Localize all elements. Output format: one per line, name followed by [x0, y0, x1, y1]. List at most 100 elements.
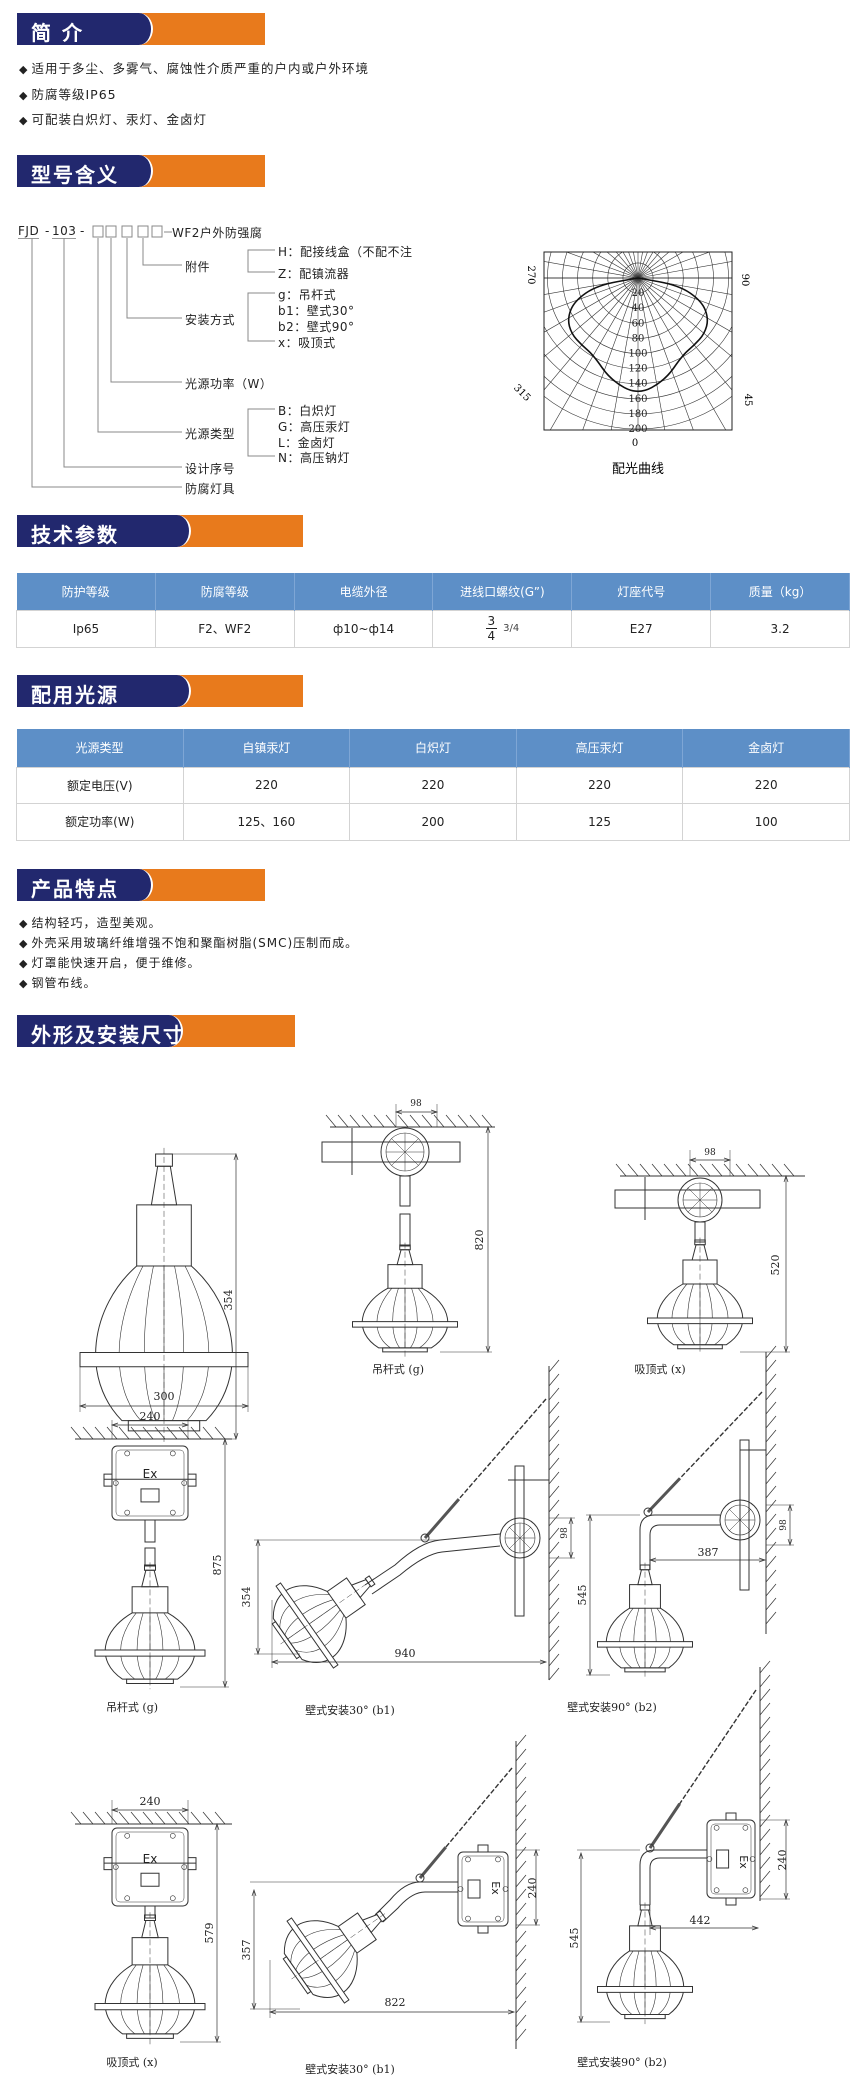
fraction-denominator: 4 — [487, 629, 496, 643]
dim-label: 240 — [526, 1878, 539, 1899]
option-text: H：配接线盒（不配不注 — [278, 245, 413, 259]
tech-params-table: 防护等级 防腐等级 电缆外径 进线口螺纹(G”) 灯座代号 质量（kg） Ip6… — [16, 573, 850, 648]
radial-tick-label: 160 — [628, 394, 647, 405]
dim-label: 240 — [140, 1410, 161, 1423]
section-title: 型号含义 — [31, 163, 119, 187]
option-text: Z：配镇流器 — [278, 267, 350, 281]
lamp-fixture-icon — [648, 1238, 753, 1354]
bullet-text: 外壳采用玻璃纤维增强不饱和聚酯树脂(SMC)压制而成。 — [31, 936, 359, 950]
radial-tick-label: 100 — [628, 349, 647, 360]
grid-radial — [592, 252, 639, 279]
option-text: b2：壁式90° — [278, 320, 355, 334]
dim-label: 820 — [473, 1230, 486, 1251]
column-header: 白炽灯 — [349, 729, 517, 767]
ex-mark: Ex — [143, 1467, 158, 1481]
section-title: 技术参数 — [31, 523, 119, 547]
junction-box-icon — [499, 1517, 541, 1559]
design-number-label: 设计序号 — [185, 462, 236, 476]
grid-radial — [544, 261, 639, 279]
lamp-fixture-icon — [263, 1873, 414, 2020]
drawing-caption: 壁式安装90° (b2) — [577, 2055, 667, 2069]
column-header: 质量（kg） — [710, 573, 850, 610]
diamond-bullet-icon: ◆ — [19, 917, 29, 930]
option-text: b1：壁式30° — [278, 304, 355, 318]
table-cell: F2、WF2 — [154, 609, 295, 648]
ex-mark: Ex — [489, 1881, 502, 1895]
fraction-numerator: 3 — [485, 614, 498, 629]
option-text: x：吸顶式 — [278, 336, 336, 350]
dim-label: 940 — [395, 1647, 416, 1660]
dash: - — [80, 224, 85, 238]
angle-label-270: 270 — [525, 265, 536, 284]
angle-label-0: 0 — [632, 438, 638, 449]
dim-label: 875 — [211, 1555, 224, 1576]
polar-curve-series — [567, 277, 709, 393]
feature-bullet: ◆外壳采用玻璃纤维增强不饱和聚酯树脂(SMC)压制而成。 — [19, 934, 358, 951]
section-header-intro: 简 介 — [17, 13, 265, 45]
lamp-fixture-icon — [598, 1902, 693, 2024]
grid-radial — [637, 252, 684, 279]
thread-size-value: 3/4 — [503, 623, 520, 634]
grid-radial — [637, 277, 694, 430]
section-title: 外形及安装尺寸 — [31, 1023, 185, 1047]
table-cell: ф10~ф14 — [293, 609, 434, 648]
grid-radial — [549, 277, 639, 430]
table-cell: 200 — [349, 802, 517, 841]
dim-label: 442 — [690, 1914, 711, 1927]
angle-label-45: 45 — [742, 394, 753, 407]
table-cell: 125、160 — [182, 802, 351, 841]
dim-label: 354 — [222, 1290, 235, 1311]
section-header-features: 产品特点 — [17, 869, 265, 901]
dim-label: 98 — [704, 1148, 716, 1158]
drawing-caption: 吊杆式 (g) — [372, 1362, 424, 1376]
table-cell: 100 — [682, 802, 850, 841]
lamp-fixture-icon — [80, 1148, 248, 1444]
model-suffix: WF2户外防强腐 — [172, 226, 263, 240]
dim-label: 240 — [776, 1850, 789, 1871]
grid-radial — [544, 277, 639, 295]
drawing-caption: 壁式安装30° (b1) — [305, 2062, 395, 2076]
column-header: 光源类型 — [16, 729, 184, 767]
drawing-caption: 壁式安装90° (b2) — [567, 1700, 657, 1714]
dim-label: 545 — [568, 1928, 581, 1949]
dim-label: 354 — [240, 1587, 253, 1608]
bullet-text: 可配装白炽灯、汞灯、金卤灯 — [31, 112, 207, 127]
dim-label: 387 — [698, 1546, 719, 1559]
drawing-caption: 壁式安装30° (b1) — [305, 1703, 395, 1717]
table-cell: 220 — [515, 766, 684, 804]
explosion-proof-box-icon — [111, 1827, 189, 1907]
chart-frame — [543, 251, 733, 431]
dim-label: 240 — [140, 1795, 161, 1808]
intro-bullet: ◆防腐等级IP65 — [19, 84, 117, 103]
dim-label: 98 — [779, 1519, 789, 1531]
option-text: g：吊杆式 — [278, 288, 337, 302]
column-header: 自镇汞灯 — [183, 729, 351, 767]
section-title: 简 介 — [31, 21, 84, 45]
column-header: 高压汞灯 — [516, 729, 684, 767]
drawing-caption: 吊杆式 (g) — [106, 1700, 158, 1714]
grid-radial — [544, 277, 639, 333]
angle-label-90: 90 — [739, 274, 750, 287]
section-header-light: 配用光源 — [17, 675, 303, 707]
grid-radial — [637, 277, 732, 313]
grid-radial — [637, 277, 666, 430]
grid-radial — [637, 277, 727, 430]
radial-tick-label: 140 — [628, 379, 647, 390]
diamond-bullet-icon: ◆ — [19, 114, 29, 127]
dim-label: 357 — [240, 1940, 253, 1961]
section-title: 产品特点 — [31, 877, 119, 901]
drawing-caption: 吸顶式 (x) — [634, 1363, 685, 1376]
grid-radial — [544, 277, 639, 313]
lamp-fixture-icon — [95, 1912, 205, 2044]
option-text: N：高压钠灯 — [278, 451, 350, 465]
grid-radial — [565, 252, 639, 279]
diamond-bullet-icon: ◆ — [19, 937, 29, 950]
grid-radial — [610, 277, 639, 430]
dim-label: 300 — [154, 1390, 175, 1403]
grid-radial — [637, 252, 711, 279]
ex-mark: Ex — [143, 1852, 158, 1866]
column-header: 金卤灯 — [682, 729, 850, 767]
